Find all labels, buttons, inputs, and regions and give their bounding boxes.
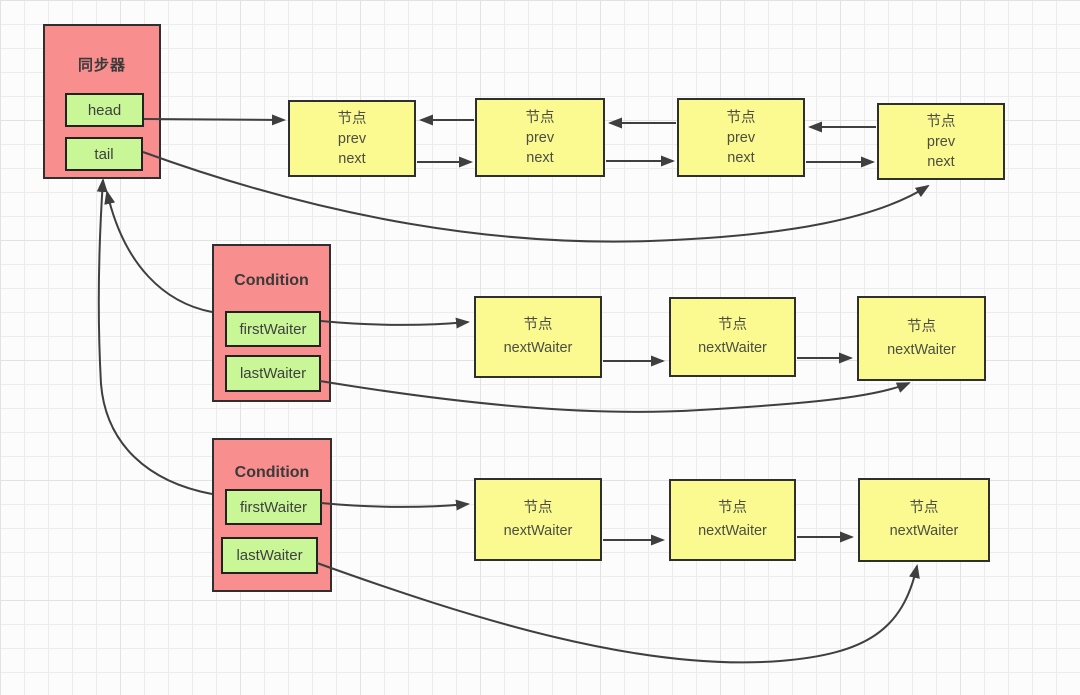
last-waiter-field: lastWaiter [221, 537, 318, 574]
arrow-lastwaiter1-to-node3 [319, 380, 911, 413]
last-waiter-label: lastWaiter [236, 547, 303, 564]
arrow-condition1-to-synchronizer [104, 190, 213, 313]
condition-box-2: Condition firstWaiter lastWaiter [212, 438, 332, 592]
node-prev-label: prev [525, 129, 555, 146]
arrow-firstwaiter1-to-node [320, 317, 470, 329]
tail-field: tail [65, 137, 143, 171]
node-next-label: next [338, 150, 366, 167]
last-waiter-field: lastWaiter [225, 355, 321, 392]
node-title: 节点 [907, 318, 936, 335]
node-title: 节点 [523, 499, 553, 516]
condition-title: Condition [234, 272, 309, 289]
synchronizer-box: 同步器 head tail [43, 24, 161, 179]
node-prev-label: prev [726, 129, 756, 146]
arrow-head-to-node1 [143, 114, 286, 126]
node-next-label: next [526, 149, 554, 166]
node-title: 节点 [718, 317, 747, 333]
node-title: 节点 [909, 500, 939, 516]
first-waiter-label: firstWaiter [240, 498, 307, 516]
condition2-queue-node-1: 节点 nextWaiter [474, 478, 602, 561]
node-prev-label: prev [926, 133, 956, 150]
node-next-label: next [927, 153, 955, 170]
first-waiter-label: firstWaiter [239, 320, 307, 338]
node-next-label: next [727, 149, 755, 166]
head-field: head [65, 93, 144, 127]
synchronizer-title: 同步器 [77, 57, 126, 74]
node-title: 节点 [726, 109, 756, 126]
node-nextwaiter-label: nextWaiter [887, 341, 956, 358]
condition-title: Condition [234, 464, 310, 481]
first-waiter-field: firstWaiter [225, 489, 322, 525]
node-title: 节点 [926, 113, 956, 130]
node-title: 节点 [523, 317, 553, 333]
condition2-queue-node-2: 节点 nextWaiter [669, 479, 796, 561]
node-title: 节点 [525, 109, 555, 126]
node-prev-label: prev [337, 130, 367, 147]
condition1-queue-node-1: 节点 nextWaiter [474, 296, 602, 378]
node-nextwaiter-label: nextWaiter [503, 522, 573, 539]
first-waiter-field: firstWaiter [225, 311, 321, 347]
condition1-queue-node-3: 节点 nextWaiter [857, 296, 986, 381]
head-field-label: head [87, 101, 122, 119]
node-title: 节点 [718, 500, 747, 516]
condition-box-1: Condition firstWaiter lastWaiter [212, 244, 331, 402]
node-nextwaiter-label: nextWaiter [889, 523, 959, 539]
sync-queue-node-3: 节点 prev next [677, 98, 805, 177]
node-nextwaiter-label: nextWaiter [503, 340, 573, 356]
condition1-queue-node-2: 节点 nextWaiter [669, 297, 796, 377]
arrow-firstwaiter2-to-node [320, 499, 470, 511]
sync-queue-node-1: 节点 prev next [288, 100, 416, 177]
node-nextwaiter-label: nextWaiter [698, 523, 767, 539]
last-waiter-label: lastWaiter [239, 365, 307, 382]
arrow-condition2-to-synchronizer [96, 178, 213, 495]
sync-queue-node-2: 节点 prev next [475, 98, 605, 177]
arrow-lastwaiter2-to-node3 [316, 562, 920, 664]
node-nextwaiter-label: nextWaiter [698, 340, 767, 356]
tail-field-label: tail [94, 145, 114, 163]
sync-queue-node-4: 节点 prev next [877, 103, 1005, 180]
node-title: 节点 [337, 110, 367, 127]
condition2-queue-node-3: 节点 nextWaiter [858, 478, 990, 562]
